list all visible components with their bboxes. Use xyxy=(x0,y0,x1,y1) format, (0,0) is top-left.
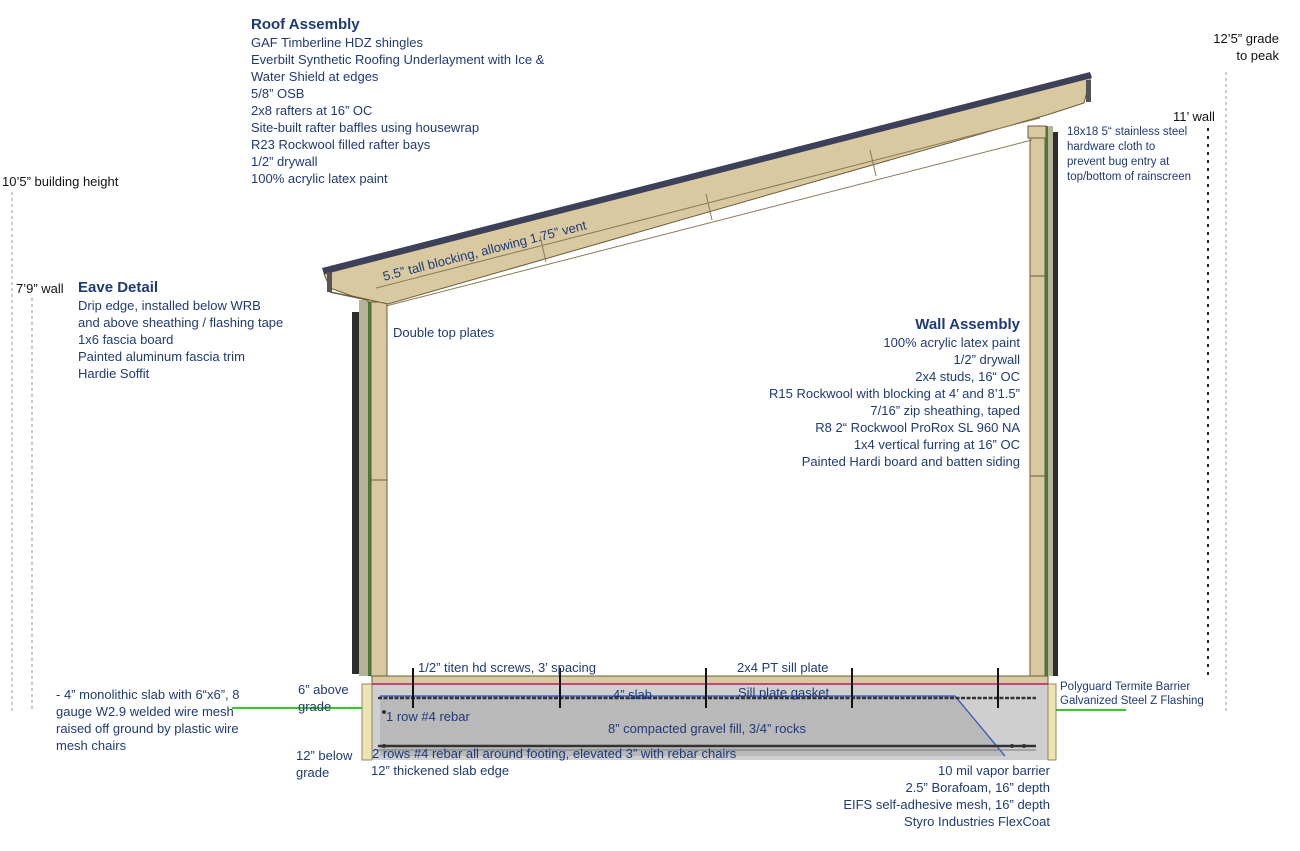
building-height-label: 10’5” building height xyxy=(2,174,119,189)
grade-to-peak-line: 12’5” grade xyxy=(1213,31,1279,46)
thickened-edge-label: 12” thickened slab edge xyxy=(371,763,510,778)
rafter-drywall-line xyxy=(385,139,1033,307)
foundation-insulation-callout: 10 mil vapor barrier 2.5” Borafoam, 16” … xyxy=(843,762,1050,830)
double-top-plates-label: Double top plates xyxy=(393,325,495,340)
rebar-dot xyxy=(1022,744,1026,748)
sill-gasket-label: Sill plate gasket xyxy=(738,685,830,700)
roof-assembly-line: Site-built rafter baffles using housewra… xyxy=(251,120,480,135)
wall-assembly-title: Wall Assembly xyxy=(915,316,1020,333)
wall-assembly-line: 1/2” drywall xyxy=(953,352,1020,367)
rafter-blocking-joint xyxy=(869,149,877,177)
titen-screws-label: 1/2” titen hd screws, 3’ spacing xyxy=(418,660,596,675)
eave-detail-block: Eave Detail Drip edge, installed below W… xyxy=(78,278,283,382)
rebar-dot xyxy=(1010,744,1014,748)
above-grade-line: grade xyxy=(298,699,332,714)
right-siding xyxy=(1053,132,1058,676)
left-siding xyxy=(352,312,359,674)
eave-detail-line: Drip edge, installed below WRB xyxy=(78,298,261,313)
left-zip-sheathing xyxy=(368,296,371,676)
wall-assembly-line: Painted Hardi board and batten siding xyxy=(801,454,1020,469)
roof-assembly-title: Roof Assembly xyxy=(251,16,360,33)
roof-assembly-line: Everbilt Synthetic Roofing Underlayment … xyxy=(251,52,545,67)
foundation-insulation-line: 2.5” Borafoam, 16” depth xyxy=(905,780,1050,795)
below-grade-line: 12” below xyxy=(296,748,353,763)
rafter-blocking-joint xyxy=(705,193,713,221)
left-rockwool xyxy=(359,300,368,676)
sill-plate-label: 2x4 PT sill plate xyxy=(737,660,829,675)
borafoam-left xyxy=(361,683,373,761)
eave-detail-title: Eave Detail xyxy=(78,279,159,296)
grade-to-peak-line: to peak xyxy=(1236,48,1279,63)
rebar-two-rows-label: 2 rows #4 rebar all around footing, elev… xyxy=(372,746,737,761)
hardware-cloth-line: hardware cloth to xyxy=(1067,141,1156,153)
fascia-board xyxy=(327,272,332,292)
below-grade-line: grade xyxy=(296,765,330,780)
grade-to-peak-label: 12’5” grade to peak xyxy=(1213,30,1279,64)
right-double-top-plate xyxy=(1027,125,1047,139)
foundation-insulation-line: Styro Industries FlexCoat xyxy=(904,814,1050,829)
right-wall-height-label: 11’ wall xyxy=(1173,109,1215,124)
rebar-one-row-label: 1 row #4 rebar xyxy=(386,709,470,724)
roof-assembly-line: Water Shield at edges xyxy=(251,69,379,84)
roof-assembly-line: 5/8” OSB xyxy=(251,86,305,101)
eave-detail-line: 1x6 fascia board xyxy=(78,332,174,347)
wall-assembly-line: R8 2“ Rockwool ProRox SL 960 NA xyxy=(815,420,1020,435)
rebar-dot xyxy=(382,744,386,748)
eave-detail-line: Hardie Soffit xyxy=(78,366,150,381)
monolithic-slab-callout: - 4” monolithic slab with 6“x6”, 8 gauge… xyxy=(56,686,240,754)
foundation-insulation-line: EIFS self-adhesive mesh, 16” depth xyxy=(843,797,1050,812)
left-stud xyxy=(370,295,388,677)
monolithic-slab-line: mesh chairs xyxy=(56,738,127,753)
vapor-barrier-line xyxy=(380,695,1006,757)
roof-assembly-line: 100% acrylic latex paint xyxy=(251,171,388,186)
below-grade-label: 12” below grade xyxy=(296,747,352,781)
hardware-cloth-callout: 18x18 5“ stainless steel hardware cloth … xyxy=(1067,125,1191,185)
right-zip-sheathing xyxy=(1045,126,1048,676)
eave-detail-line: Painted aluminum fascia trim xyxy=(78,349,245,364)
left-wall-height-label: 7’9” wall xyxy=(16,281,64,296)
monolithic-slab-line: - 4” monolithic slab with 6“x6”, 8 xyxy=(56,687,240,702)
borafoam-right xyxy=(1047,683,1057,761)
wall-assembly-line: 1x4 vertical furring at 16” OC xyxy=(853,437,1020,452)
monolithic-slab-line: gauge W2.9 welded wire mesh xyxy=(56,704,234,719)
wall-assembly-line: R15 Rockwool with blocking at 4’ and 8’1… xyxy=(769,386,1020,401)
roof-assembly-block: Roof Assembly GAF Timberline HDZ shingle… xyxy=(251,15,544,187)
z-flashing-label: Galvanized Steel Z Flashing xyxy=(1060,695,1204,707)
gravel-fill-label: 8” compacted gravel fill, 3/4” rocks xyxy=(608,721,806,736)
above-grade-label: 6” above grade xyxy=(298,681,349,715)
roof-assembly-line: 2x8 rafters at 16” OC xyxy=(251,103,373,118)
hardware-cloth-line: 18x18 5“ stainless steel xyxy=(1067,126,1188,138)
wall-assembly-block: Wall Assembly 100% acrylic latex paint 1… xyxy=(769,315,1020,470)
sill-plate xyxy=(371,675,1049,685)
slab-label: 4” slab xyxy=(613,687,653,702)
wall-assembly-line: 7/16” zip sheathing, taped xyxy=(870,403,1020,418)
rebar-dot xyxy=(382,710,386,714)
right-stud xyxy=(1029,137,1046,677)
foundation-insulation-line: 10 mil vapor barrier xyxy=(938,763,1050,778)
gravel-fill xyxy=(380,696,1005,756)
eave-soffit xyxy=(329,291,369,301)
fascia-board-right xyxy=(1086,80,1091,102)
hardware-cloth-line: prevent bug entry at xyxy=(1067,156,1170,168)
above-grade-line: 6” above xyxy=(298,682,349,697)
wall-assembly-line: 100% acrylic latex paint xyxy=(883,335,1020,350)
right-rockwool xyxy=(1048,126,1053,676)
rafter-blocking-joint xyxy=(539,235,547,263)
roof-shingles xyxy=(322,72,1092,274)
roof-assembly-line: GAF Timberline HDZ shingles xyxy=(251,35,423,50)
eave-detail-line: and above sheathing / flashing tape xyxy=(78,315,284,330)
wall-assembly-line: 2x4 studs, 16“ OC xyxy=(915,369,1020,384)
termite-barrier-label: Polyguard Termite Barrier xyxy=(1060,681,1191,693)
monolithic-slab-line: raised off ground by plastic wire xyxy=(56,721,239,736)
hardware-cloth-line: top/bottom of rainscreen xyxy=(1067,171,1192,183)
roof-assembly-line: 1/2” drywall xyxy=(251,154,318,169)
roof-assembly-line: R23 Rockwool filled rafter bays xyxy=(251,137,431,152)
